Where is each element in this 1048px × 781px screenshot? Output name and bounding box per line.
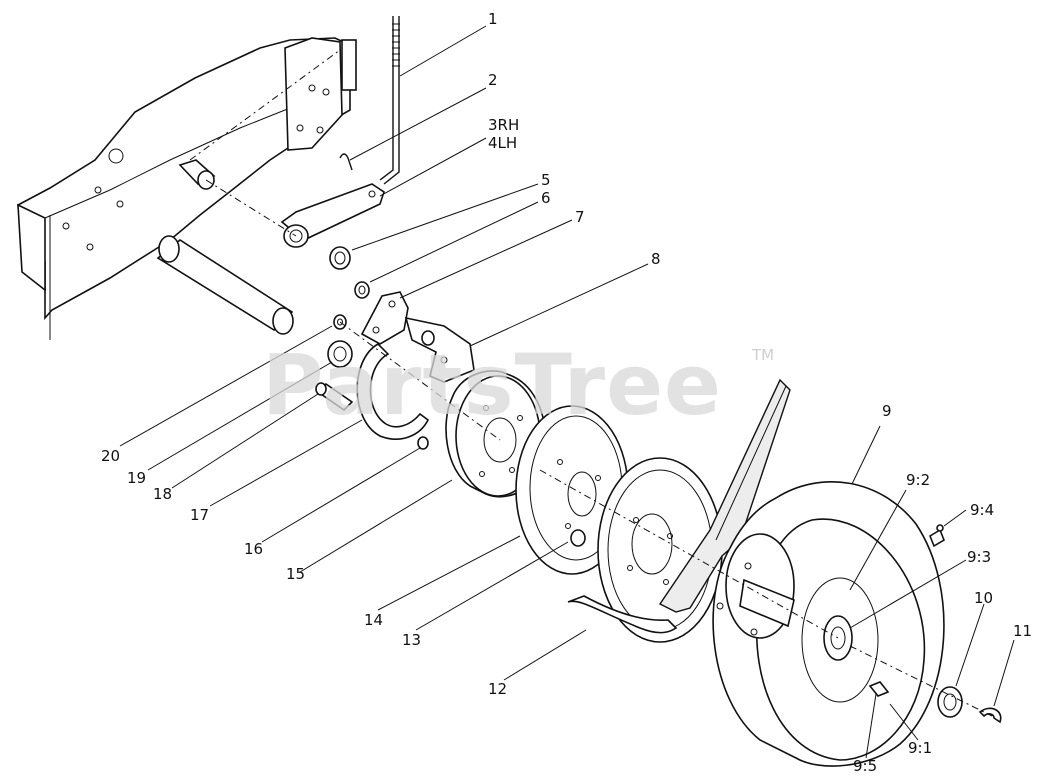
callout-18: 18 — [153, 485, 173, 503]
washer-small — [354, 281, 370, 299]
callout-3rh: 3RH — [488, 116, 520, 134]
callout-2: 2 — [488, 71, 498, 89]
axle-washer — [937, 686, 963, 718]
tire-wheel — [712, 481, 945, 767]
brake-rod — [379, 16, 400, 185]
callout-16: 16 — [244, 540, 264, 558]
e-clip — [978, 707, 1002, 724]
callout-1: 1 — [488, 10, 498, 28]
assembly-centerlines — [205, 179, 993, 717]
callout-19: 19 — [127, 469, 147, 487]
brake-bracket — [360, 291, 475, 383]
watermark: PartsTree — [262, 336, 723, 434]
callout-13: 13 — [402, 631, 422, 649]
callout-7: 7 — [575, 208, 585, 226]
valve-stem — [868, 681, 890, 697]
callout-9-1: 9:1 — [908, 739, 933, 757]
watermark-trademark: TM — [752, 346, 775, 364]
callout-6: 6 — [541, 189, 551, 207]
callout-9-5: 9:5 — [853, 757, 878, 775]
callout-4lh: 4LH — [488, 134, 518, 152]
callout-11: 11 — [1013, 622, 1033, 640]
callout-9-4: 9:4 — [970, 501, 995, 519]
lock-nut — [329, 246, 351, 270]
cotter-pin — [339, 153, 353, 171]
brake-clip — [567, 595, 678, 634]
callout-9-3: 9:3 — [967, 548, 992, 566]
callout-20: 20 — [101, 447, 121, 465]
spacer-washer — [327, 340, 353, 368]
callout-9: 9 — [882, 402, 892, 420]
brake-arm — [280, 183, 385, 248]
callout-14: 14 — [364, 611, 384, 629]
small-washer-16 — [417, 436, 429, 450]
callout-10: 10 — [974, 589, 994, 607]
callout-8: 8 — [651, 250, 661, 268]
callout-12: 12 — [488, 680, 508, 698]
callout-9-2: 9:2 — [906, 471, 931, 489]
callout-17: 17 — [190, 506, 210, 524]
callout-15: 15 — [286, 565, 306, 583]
leader-lines — [119, 25, 1015, 759]
grease-fitting — [929, 524, 945, 548]
brake-band — [356, 343, 430, 440]
carriage-bolt — [315, 382, 354, 412]
frame-part — [17, 37, 357, 340]
callout-5: 5 — [541, 171, 551, 189]
drive-belt — [658, 378, 791, 613]
axle-shaft — [156, 235, 294, 335]
